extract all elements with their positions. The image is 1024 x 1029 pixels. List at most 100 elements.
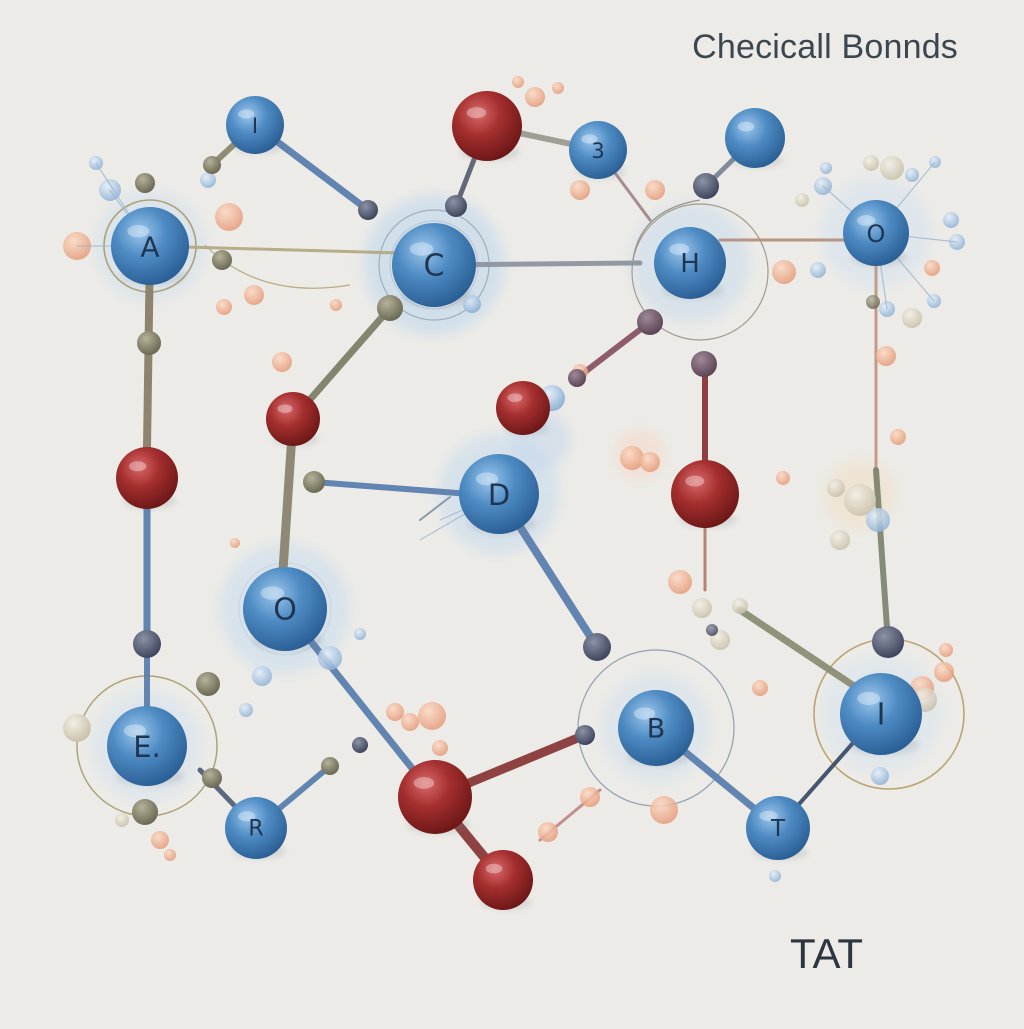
particle [943,212,959,228]
particle [905,168,919,182]
atom-highlight [856,215,876,226]
atom-sphere [266,392,320,446]
atom-sphere [618,690,694,766]
atom-o-14: O [243,567,327,651]
atom-sphere [459,454,539,534]
bond-joint-bead [377,295,403,321]
atom-sphere [243,567,327,651]
atom-highlight [129,461,147,472]
atom-sphere [843,200,909,266]
particle [810,262,826,278]
bond-line [419,496,451,521]
particle [752,680,768,696]
atom-red-13 [671,460,739,528]
atom-c-6: C [392,223,476,307]
atom-label: I [877,698,886,733]
bond-joint-bead [137,331,161,355]
atom-i-21: I [840,673,922,755]
atom-t-20: T [746,796,810,860]
particle [115,813,129,827]
atom-sphere [225,797,287,859]
atom-highlight [759,810,778,821]
atom-red-9 [266,392,320,446]
atom-highlight [685,475,705,487]
bond-joint-bead [202,768,222,788]
particle [645,180,665,200]
particle [354,628,366,640]
bond-joint-bead [691,351,717,377]
atom-highlight [238,109,255,119]
atom-sphere [654,227,726,299]
atom-label: E. [133,730,161,764]
atom-r-16: R [225,797,287,859]
particle [692,598,712,618]
bond-line [311,479,473,497]
atom-sphere [452,91,522,161]
atom-sphere [671,460,739,528]
atom-label: I [252,114,258,138]
particle [215,203,243,231]
particle [880,156,904,180]
bond-joint-bead [132,799,158,825]
bond-joint-bead [358,200,378,220]
atom-red-18 [473,850,533,910]
atom-label: 3 [591,139,604,163]
particle [230,538,240,548]
atom-3-3: 3 [569,121,627,179]
particle [151,831,169,849]
particle [432,740,448,756]
particle [252,666,272,686]
atom-i-1: I [226,96,284,154]
atom-d-12: D [459,454,539,534]
bond-line [574,319,653,381]
particle [871,767,889,785]
atom-highlight [277,404,293,414]
atom-label: B [647,714,666,745]
particle [620,446,644,470]
atom-b-19: B [618,690,694,766]
atom-highlight [238,811,256,822]
atom-red-10 [496,381,550,435]
bond-joint-bead [352,737,368,753]
atom-sphere [496,381,550,435]
particle [876,346,896,366]
atom-a-5: A [111,207,189,285]
bond-joint-bead [303,471,325,493]
atom-highlight [507,393,523,403]
atom-label: A [140,231,159,264]
particle [776,471,790,485]
particle [844,484,876,516]
particle [902,308,922,328]
bond-joint-bead [133,630,161,658]
atom-red-17 [398,760,472,834]
diagram-title: Checicall Bonnds [692,28,958,66]
particle [330,299,342,311]
particle [216,299,232,315]
particle [866,295,880,309]
atom-label: T [770,816,786,842]
particle [538,822,558,842]
atom-sphere [111,207,189,285]
bond-joint-bead [196,672,220,696]
bond-joint-bead [693,173,719,199]
atom-sphere [116,447,178,509]
particle [924,260,940,276]
atom-highlight [466,107,487,119]
atom-highlight [475,472,499,486]
particle [650,796,678,824]
atom-sphere [107,706,187,786]
particle [820,162,832,174]
particle [239,703,253,717]
atom-highlight [409,242,434,256]
particle [200,172,216,188]
bond-joint-bead [445,195,467,217]
particle [827,479,845,497]
particle [552,82,564,94]
particle [795,193,809,207]
atom-sphere [840,673,922,755]
bond-joint-bead [203,156,221,174]
atom-highlight [633,707,656,720]
particle [866,508,890,532]
particle [244,285,264,305]
